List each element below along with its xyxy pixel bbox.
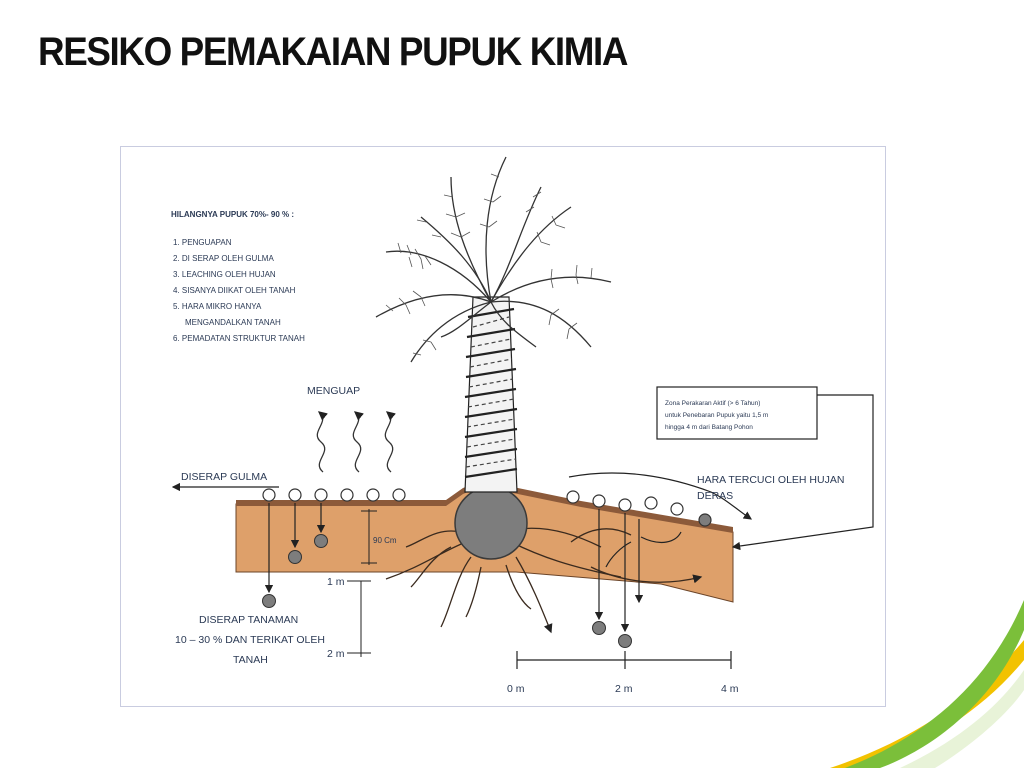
loss-heading: HILANGNYA PUPUK 70%- 90 % :: [171, 210, 294, 219]
loss-item: 2. DI SERAP OLEH GULMA: [173, 254, 274, 263]
label-hara-tercuci-deras: DERAS: [697, 490, 733, 502]
roots: [385, 527, 703, 634]
leaching-arrows-right: [594, 509, 682, 633]
label-diserap-tanaman-tanah: TANAH: [233, 654, 268, 666]
fertilizer-granule-icon: [670, 502, 684, 516]
runoff-arrow-icon: [568, 472, 752, 520]
fertilizer-granules-surface: [262, 488, 406, 502]
label-depth-90cm: 90 Cm: [373, 536, 397, 545]
palm-tree-icon: [375, 156, 612, 363]
label-diserap-tanaman: DISERAP TANAMAN: [199, 614, 298, 626]
fertilizer-granule-icon: [314, 534, 328, 548]
fertilizer-granule-icon: [698, 513, 712, 527]
label-diserap-gulma: DISERAP GULMA: [181, 471, 267, 483]
label-diserap-tanaman-pct: 10 – 30 % DAN TERIKAT OLEH: [175, 634, 325, 646]
fertilizer-granule-icon: [566, 490, 580, 504]
fertilizer-granule-icon: [618, 634, 632, 648]
label-menguap: MENGUAP: [307, 385, 360, 397]
loss-item: 1. PENGUAPAN: [173, 238, 232, 247]
palm-leaflets: [385, 173, 593, 356]
fertilizer-granule-icon: [288, 488, 302, 502]
page-title: RESIKO PEMAKAIAN PUPUK KIMIA: [38, 30, 628, 74]
fertilizer-granule-icon: [262, 488, 276, 502]
loss-item: 3. LEACHING OLEH HUJAN: [173, 270, 276, 279]
fertilizer-granule-icon: [592, 621, 606, 635]
scale-label-4m: 4 m: [721, 683, 739, 695]
scale-label-0m: 0 m: [507, 683, 525, 695]
scale-label-2m: 2 m: [615, 683, 633, 695]
fertilizer-granule-icon: [314, 488, 328, 502]
label-depth-1m: 1 m: [327, 576, 345, 588]
loss-item: 6. PEMADATAN STRUKTUR TANAH: [173, 334, 305, 343]
zone-info-box: [656, 386, 818, 440]
label-depth-2m: 2 m: [327, 648, 345, 660]
fertilizer-granule-icon: [366, 488, 380, 502]
fertilizer-risk-diagram: MENGUAP HILANGNYA PUPUK 70%- 90 % : 1. P…: [171, 156, 874, 695]
loss-item: MENGANDALKAN TANAH: [185, 318, 281, 327]
fertilizer-granule-icon: [392, 488, 406, 502]
fertilizer-granule-icon: [288, 550, 302, 564]
fertilizer-granule-icon: [592, 494, 606, 508]
zone-line: hingga 4 m dari Batang Pohon: [665, 424, 753, 431]
root-ball-icon: [454, 486, 528, 560]
fertilizer-granule-icon: [340, 488, 354, 502]
diagram-frame: MENGUAP HILANGNYA PUPUK 70%- 90 % : 1. P…: [120, 146, 886, 707]
evaporation-wave-icon: [316, 411, 396, 473]
fertilizer-granule-icon: [644, 496, 658, 510]
fertilizer-granule-icon: [262, 594, 276, 608]
label-hara-tercuci: HARA TERCUCI OLEH HUJAN: [697, 474, 844, 486]
loss-item: 5. HARA MIKRO HANYA: [173, 302, 262, 311]
zone-pointer-arrow: [731, 394, 874, 551]
leaching-arrows-left: [264, 503, 326, 594]
palm-trunk: [464, 296, 518, 493]
fertilizer-granules-slope: [566, 490, 684, 516]
zone-line: untuk Penebaran Pupuk yaitu 1,5 m: [665, 412, 768, 419]
soil-topline: [236, 477, 733, 533]
loss-item: 4. SISANYA DIIKAT OLEH TANAH: [173, 286, 296, 295]
zone-line: Zona Perakaran Aktif (> 6 Tahun): [665, 400, 760, 407]
fertilizer-granule-icon: [618, 498, 632, 512]
